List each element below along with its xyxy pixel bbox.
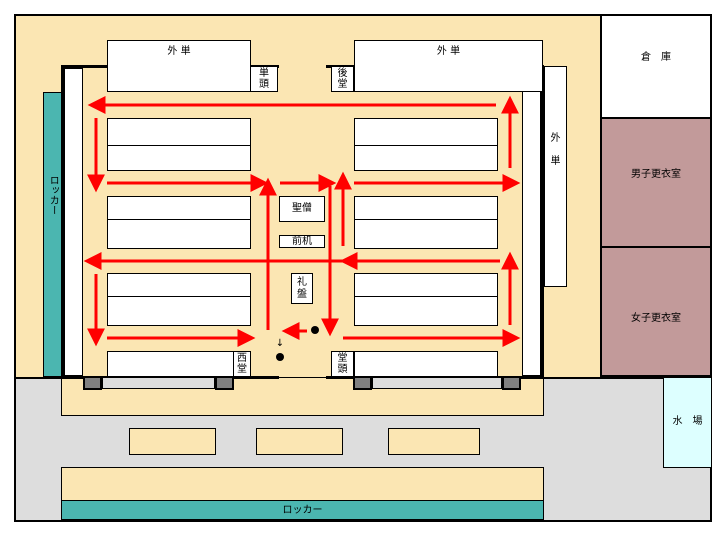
womens-dressing-room bbox=[600, 246, 712, 377]
platform-left-1 bbox=[107, 118, 251, 171]
outer-single-side-label: 外 単 bbox=[550, 132, 561, 167]
pillar-2 bbox=[215, 376, 234, 390]
platform-left-2 bbox=[107, 196, 251, 249]
outer-single-side bbox=[544, 66, 567, 287]
hall-head-label: 堂 頭 bbox=[337, 352, 348, 376]
corridor-bench-2 bbox=[256, 428, 343, 455]
hall-head-box bbox=[331, 351, 354, 377]
platform-right-3 bbox=[354, 273, 498, 326]
west-hall-label: 西 堂 bbox=[237, 352, 247, 376]
outer-single-left bbox=[107, 40, 251, 92]
reihan-box bbox=[291, 273, 313, 304]
black-dot bbox=[276, 353, 284, 361]
bottom-locker-label: ロッカー bbox=[282, 505, 323, 517]
bottom-locker bbox=[61, 500, 544, 520]
black-dot bbox=[311, 326, 319, 334]
mens-dressing-label: 男子更衣室 bbox=[631, 169, 681, 181]
corridor-bench-3 bbox=[388, 428, 480, 455]
front-desk-box bbox=[279, 235, 325, 248]
water-place-label: 水 場 bbox=[672, 416, 703, 428]
platform-bottom-left bbox=[107, 351, 251, 377]
storehouse-label: 倉 庫 bbox=[641, 52, 671, 64]
hall-right-wall bbox=[541, 65, 544, 379]
storehouse-room bbox=[600, 14, 712, 118]
back-hall-label: 後 堂 bbox=[337, 67, 348, 91]
corridor-bench-1 bbox=[129, 428, 216, 455]
small-down-arrow-label: ↓ bbox=[275, 338, 285, 350]
pillar-1 bbox=[83, 376, 102, 390]
single-head-label: 単 頭 bbox=[259, 67, 269, 91]
water-place bbox=[663, 377, 712, 468]
hall-left-wall bbox=[61, 65, 64, 379]
west-hall-box bbox=[233, 351, 251, 377]
platform-bottom-right bbox=[354, 351, 498, 377]
pillar-4 bbox=[502, 376, 521, 390]
platform-left-3 bbox=[107, 273, 251, 326]
holy-monk-label: 聖僧 bbox=[292, 203, 312, 215]
outer-single-right bbox=[354, 40, 543, 92]
cushion-rail-left bbox=[102, 377, 215, 389]
left-inner-platform bbox=[64, 68, 83, 376]
platform-right-1 bbox=[354, 118, 498, 171]
outer-single-left-label: 外 単 bbox=[167, 46, 191, 58]
left-locker-label: ロッカー bbox=[47, 175, 59, 215]
cushion-rail-right bbox=[372, 377, 502, 389]
platform-right-2 bbox=[354, 196, 498, 249]
front-desk-label: 前机 bbox=[292, 235, 312, 247]
reihan-label: 礼 盤 bbox=[297, 277, 307, 300]
outer-single-right-label: 外 単 bbox=[436, 46, 461, 58]
single-head-box bbox=[250, 66, 278, 92]
pillar-3 bbox=[353, 376, 372, 390]
holy-monk-box bbox=[279, 196, 325, 222]
back-hall-box bbox=[331, 66, 354, 92]
womens-dressing-label: 女子更衣室 bbox=[631, 313, 681, 325]
